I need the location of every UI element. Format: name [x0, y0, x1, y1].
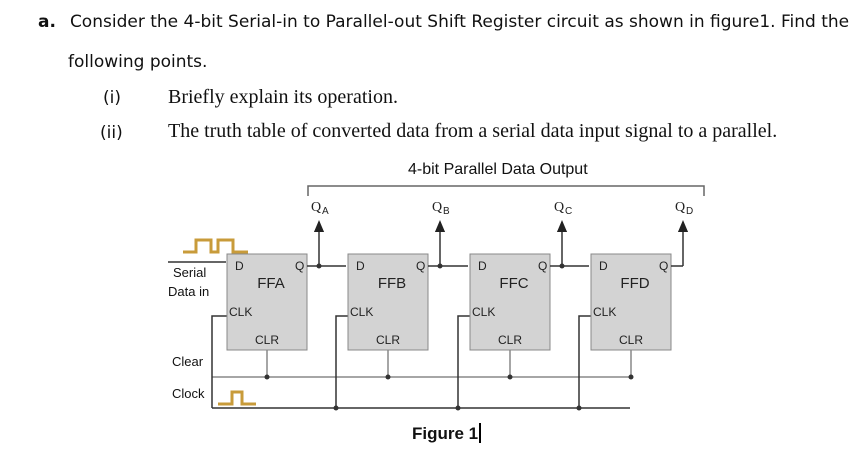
flipflop-block-ffc	[469, 253, 551, 351]
q-pin-label: Q	[659, 259, 668, 273]
clear-junction	[507, 374, 513, 380]
clear-label: Clear	[172, 354, 204, 369]
item-number-1: (i)	[103, 88, 121, 108]
flipflop-name: FFC	[499, 275, 528, 292]
serial-label: Serial	[173, 265, 206, 280]
output-junction	[437, 263, 443, 269]
question-text-1: Consider the 4-bit Serial-in to Parallel…	[69, 12, 849, 32]
clear-junction	[264, 374, 270, 380]
figure-caption-text: Figure 1	[412, 424, 479, 443]
clr-pin-label: CLR	[498, 333, 522, 347]
q-pin-label: Q	[295, 259, 304, 273]
output-label-qb: Q	[432, 200, 442, 215]
flipflop-name: FFA	[257, 275, 285, 292]
output-label-subscript: C	[565, 206, 572, 217]
clk-pin-label: CLK	[350, 305, 373, 319]
output-label-qa: Q	[311, 200, 321, 215]
item-text-1: Briefly explain its operation.	[168, 86, 398, 108]
clock-junction	[576, 405, 582, 411]
bus-title: 4-bit Parallel Data Output	[408, 161, 588, 178]
arrowhead-up-icon	[678, 220, 688, 232]
clear-junction	[628, 374, 634, 380]
flipflop-block-ffa	[226, 253, 308, 351]
output-label-qc: Q	[554, 200, 564, 215]
clk-pin-label: CLK	[472, 305, 495, 319]
clr-pin-label: CLR	[376, 333, 400, 347]
clock-junction	[455, 405, 461, 411]
flipflop-block-ffd	[590, 253, 672, 351]
flipflop-name: FFD	[620, 275, 649, 292]
arrowhead-up-icon	[435, 220, 445, 232]
clock-branch-wire	[578, 315, 591, 408]
arrowhead-up-icon	[314, 220, 324, 232]
d-pin-label: D	[356, 259, 365, 273]
clock-to-ffa	[211, 315, 228, 408]
figure-caption: Figure 1	[412, 423, 482, 444]
output-label-subscript: B	[443, 206, 450, 217]
clear-junction	[385, 374, 391, 380]
flipflop-block-ffb	[347, 253, 429, 351]
item-number-2: (ii)	[100, 123, 123, 143]
q-pin-label: Q	[416, 259, 425, 273]
output-label-subscript: D	[686, 206, 693, 217]
clk-pin-label: CLK	[229, 305, 252, 319]
clr-pin-label: CLR	[619, 333, 643, 347]
clock-pulse-icon	[218, 390, 256, 406]
clock-branch-wire	[335, 315, 348, 408]
output-junction	[316, 263, 322, 269]
d-pin-label: D	[235, 259, 244, 273]
question-marker: a.	[38, 12, 56, 32]
clock-branch-wire	[457, 315, 470, 408]
q-pin-label: Q	[538, 259, 547, 273]
data-in-label: Data in	[168, 284, 209, 299]
arrowhead-up-icon	[557, 220, 567, 232]
item-text-2: The truth table of converted data from a…	[168, 120, 778, 142]
shift-register-diagram: 4-bit Parallel Data Output Serial Data i…	[168, 161, 705, 411]
question-line-2: following points.	[68, 52, 208, 72]
bus-bracket	[307, 185, 705, 196]
output-junction	[559, 263, 565, 269]
clock-junction	[333, 405, 339, 411]
output-label-qd: Q	[675, 200, 685, 215]
text-cursor	[479, 423, 482, 443]
clock-label: Clock	[172, 386, 205, 401]
d-pin-label: D	[478, 259, 487, 273]
question-line-1: a. Consider the 4-bit Serial-in to Parall…	[38, 12, 849, 32]
clr-pin-label: CLR	[255, 333, 279, 347]
d-pin-label: D	[599, 259, 608, 273]
serial-pulse-icon	[183, 238, 248, 254]
output-label-subscript: A	[322, 206, 329, 217]
clk-pin-label: CLK	[593, 305, 616, 319]
flipflop-name: FFB	[378, 275, 406, 292]
